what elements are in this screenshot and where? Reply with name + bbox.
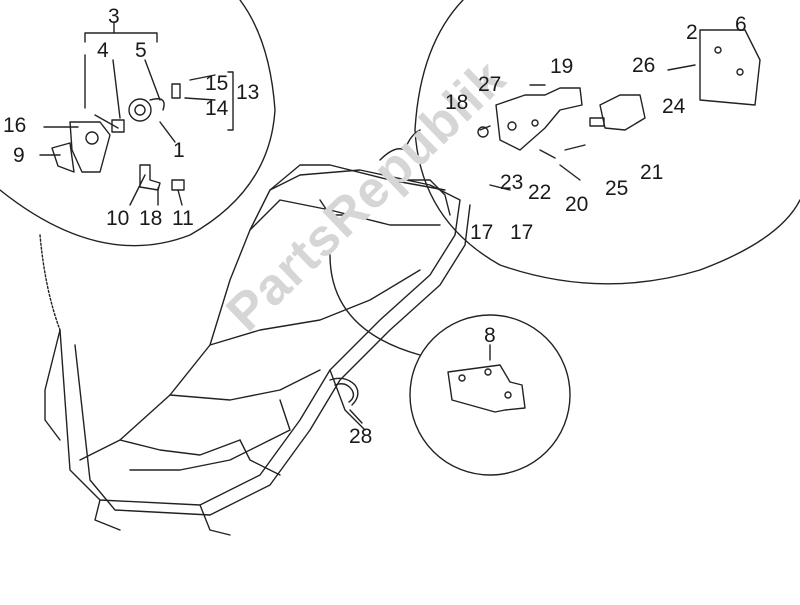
callout-label: 16 xyxy=(3,114,27,137)
detail-circle-bracket xyxy=(409,314,571,476)
callout-label: 19 xyxy=(550,55,574,78)
callout-label: 15 xyxy=(205,72,229,95)
callout-label: 2 xyxy=(686,21,698,44)
detail-circle-left xyxy=(0,0,276,247)
callout-label: 21 xyxy=(640,161,664,184)
detail-circle-right xyxy=(414,0,800,285)
callout-label: 28 xyxy=(349,425,373,448)
callout-label: 27 xyxy=(478,73,502,96)
callout-label: 17 xyxy=(510,221,534,244)
callout-label: 3 xyxy=(108,5,120,28)
callout-label: 9 xyxy=(13,144,25,167)
callout-label: 10 xyxy=(106,207,130,230)
callout-label: 18 xyxy=(139,207,163,230)
callout-label: 5 xyxy=(135,39,147,62)
callout-label: 8 xyxy=(484,324,496,347)
callout-label: 25 xyxy=(605,177,629,200)
callout-label: 11 xyxy=(172,207,194,230)
callout-label: 23 xyxy=(500,171,524,194)
callout-label: 26 xyxy=(632,54,656,77)
callout-label: 14 xyxy=(205,97,229,120)
callout-label: 4 xyxy=(97,39,109,62)
callout-label: 24 xyxy=(662,95,686,118)
callout-label: 22 xyxy=(528,181,552,204)
frame-main-rail xyxy=(59,169,461,506)
callout-label: 18 xyxy=(445,91,469,114)
callout-label: 17 xyxy=(470,221,494,244)
callout-label: 1 xyxy=(173,139,185,162)
callout-label: 20 xyxy=(565,193,589,216)
callout-label: 13 xyxy=(236,81,260,104)
callout-label: 6 xyxy=(735,13,747,36)
